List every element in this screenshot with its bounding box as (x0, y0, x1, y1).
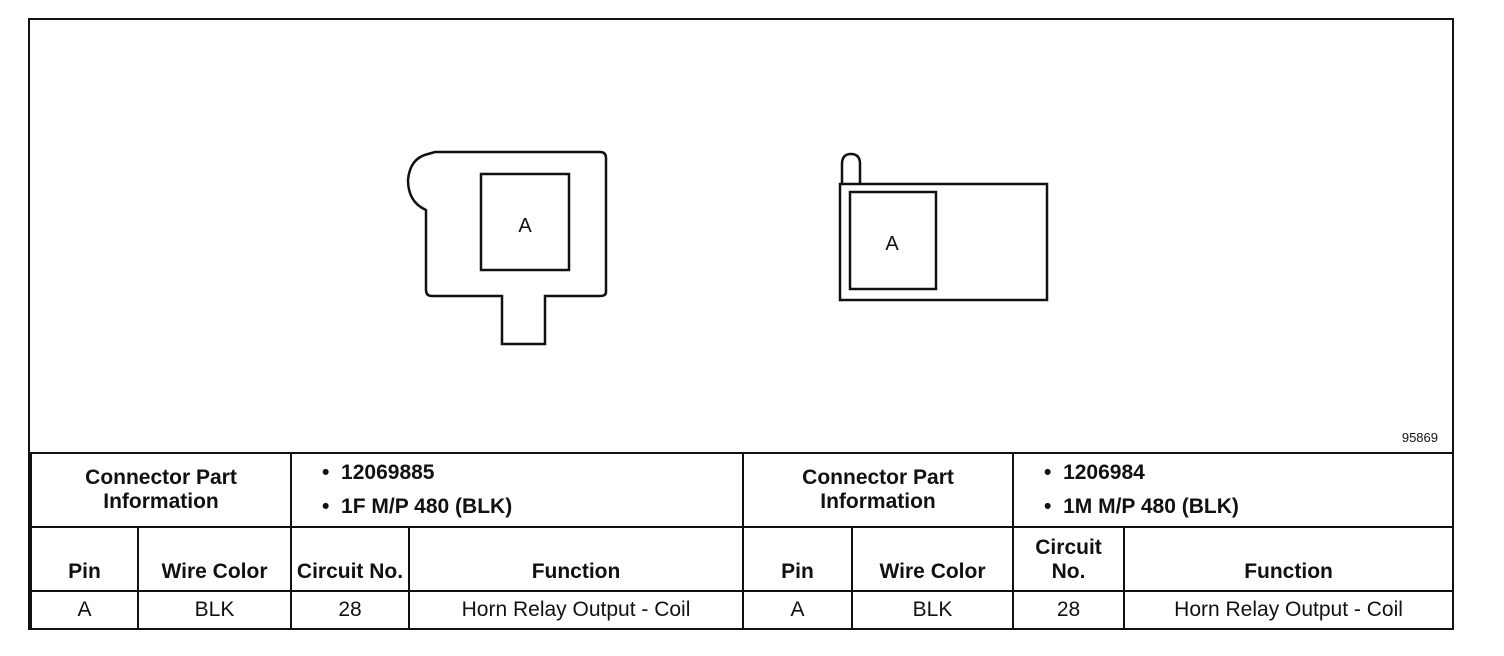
column-header-row: Pin Wire Color Circuit No. Function Pin … (30, 526, 1455, 592)
left-pin-cell: A (30, 590, 139, 630)
right-part-numbers: • 1206984 • 1M M/P 480 (BLK) (1012, 452, 1455, 528)
left-connector (406, 150, 608, 346)
right-part-number-item: • 1206984 (1044, 461, 1145, 484)
right-pin-cell: A (742, 590, 854, 630)
right-header-circuit: Circuit No. (1012, 526, 1126, 592)
left-part-numbers: • 12069885 • 1F M/P 480 (BLK) (290, 452, 745, 528)
right-cavity-a (848, 190, 938, 291)
left-header-wire-color: Wire Color (136, 526, 293, 592)
right-part-number-item: • 1M M/P 480 (BLK) (1044, 495, 1239, 518)
right-connector (838, 152, 1049, 302)
figure-id: 95869 (1401, 430, 1438, 445)
left-circuit-cell: 28 (290, 590, 411, 630)
left-wire-color-cell: BLK (136, 590, 293, 630)
connector-drawing: A A (406, 150, 1049, 346)
right-circuit-cell: 28 (1012, 590, 1126, 630)
left-part-info-label: Connector Part Information (29, 452, 293, 528)
part-info-row: Connector Part Information • 12069885 • … (29, 452, 1455, 528)
left-header-pin: Pin (30, 526, 139, 592)
left-header-function: Function (408, 526, 745, 592)
right-part-info-label: Connector Part Information (742, 452, 1015, 528)
left-cavity-a (479, 172, 571, 272)
left-function-cell: Horn Relay Output - Coil (408, 590, 745, 630)
table-row: A BLK 28 Horn Relay Output - Coil A BLK … (30, 590, 1455, 630)
right-header-pin: Pin (742, 526, 854, 592)
left-part-number-item: • 12069885 (322, 461, 435, 484)
connector-info-table: Connector Part Information • 12069885 • … (29, 452, 1455, 630)
right-wire-color-cell: BLK (851, 590, 1015, 630)
right-header-function: Function (1123, 526, 1455, 592)
right-cavity-label: A (885, 233, 899, 255)
diagram-frame: A A 95869 Connector Part Information • 1… (28, 18, 1455, 630)
left-cavity-label: A (518, 215, 532, 237)
right-function-cell: Horn Relay Output - Coil (1123, 590, 1455, 630)
right-header-wire-color: Wire Color (851, 526, 1015, 592)
left-part-number-item: • 1F M/P 480 (BLK) (322, 495, 513, 518)
left-header-circuit: Circuit No. (290, 526, 411, 592)
